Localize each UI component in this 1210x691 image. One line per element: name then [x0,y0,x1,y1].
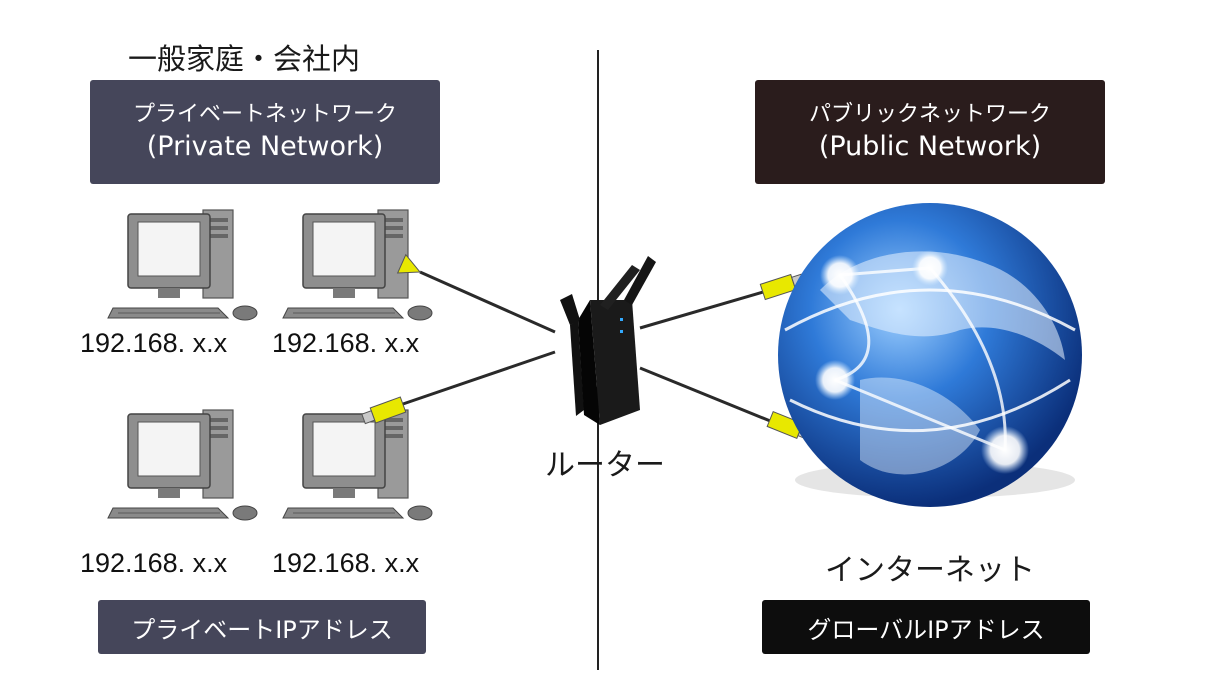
public-network-box: パブリックネットワーク (Public Network) [755,80,1105,184]
public-network-label-en: (Public Network) [818,131,1042,162]
ip-address-label: 192.168. x.x [80,548,228,578]
public-network-label-ja: パブリックネットワーク [808,102,1051,127]
location-heading: 一般家庭・会社内 [128,42,361,76]
internet-label: インターネット [825,553,1035,588]
globe-network-icon [778,203,1082,507]
private-ip-address-badge: プライベートIPアドレス [98,600,426,654]
ip-address-label: 192.168. x.x [272,548,420,578]
router-label: ルーター [545,448,665,483]
ip-address-label: 192.168. x.x [80,328,228,358]
private-network-box: プライベートネットワーク (Private Network) [90,80,440,184]
cable-connector-icon [396,253,422,274]
wifi-router-icon [560,256,656,425]
global-ip-address-badge: グローバルIPアドレス [762,600,1090,654]
cable-connector-icon [360,396,407,427]
private-network-label-ja: プライベートネットワーク [132,102,397,127]
ip-address-label: 192.168. x.x [272,328,420,358]
private-network-label-en: (Private Network) [146,131,384,162]
